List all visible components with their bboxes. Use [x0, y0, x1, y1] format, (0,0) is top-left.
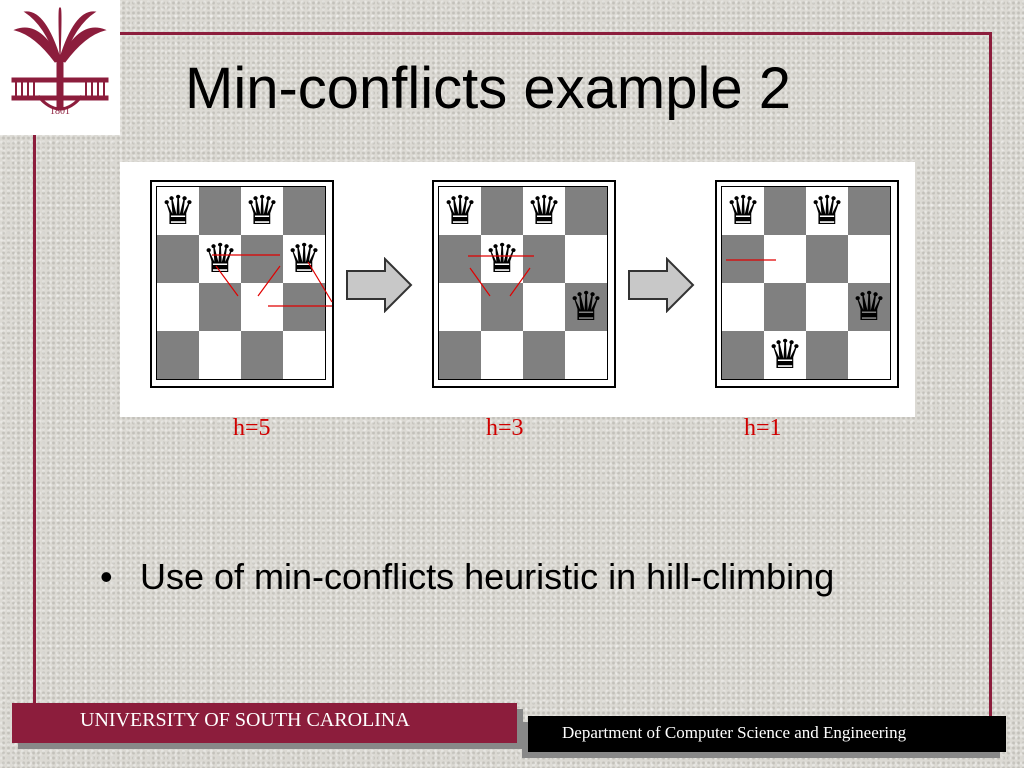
queen-icon: ♛ [160, 188, 196, 234]
queen-icon: ♛ [244, 188, 280, 234]
queen-icon: ♛ [725, 188, 761, 234]
board-square [722, 235, 764, 283]
frame-left-line [33, 135, 36, 715]
slide-title: Min-conflicts example 2 [185, 56, 791, 121]
board-1: ♛♛♛♛ [150, 180, 334, 388]
conflict-line [307, 261, 333, 303]
board-square [199, 187, 241, 235]
board-square [722, 331, 764, 379]
queen-icon: ♛ [484, 236, 520, 282]
board-square [283, 187, 325, 235]
board-square [764, 187, 806, 235]
queen-icon: ♛ [809, 188, 845, 234]
board-square [481, 283, 523, 331]
heuristic-label: h=1 [744, 415, 782, 441]
queen-icon: ♛ [568, 284, 604, 330]
board-square [848, 187, 890, 235]
board-square [764, 283, 806, 331]
footer-department-banner: Department of Computer Science and Engin… [528, 716, 1006, 752]
university-logo: 1801 [0, 0, 120, 135]
frame-top-line [120, 32, 992, 35]
logo-year: 1801 [50, 106, 70, 117]
board-3: ♛ ♛ ♛ ♛ [715, 180, 899, 388]
chessboard-figure: ♛♛♛♛ ♛♛♛♛ ♛♛♛♛ [120, 162, 915, 417]
frame-right-line [989, 32, 992, 718]
queen-icon: ♛ [202, 236, 238, 282]
bullet-text: Use of min-conflicts heuristic in hill-c… [140, 556, 835, 597]
board-square [241, 235, 283, 283]
board-square [283, 283, 325, 331]
board-2: ♛♛♛♛ [432, 180, 616, 388]
conflict-lines [212, 254, 776, 307]
board-square [241, 331, 283, 379]
bullet-icon: • [100, 556, 113, 597]
footer-university-name: UNIVERSITY OF SOUTH CAROLINA [80, 709, 410, 731]
board-square [565, 283, 607, 331]
right-arrow-icon [346, 257, 413, 313]
board-square [806, 331, 848, 379]
board-square [157, 235, 199, 283]
board-square [481, 187, 523, 235]
queen-icon: ♛ [767, 332, 803, 378]
footer-university-banner: UNIVERSITY OF SOUTH CAROLINA [12, 703, 517, 743]
board-square [523, 331, 565, 379]
board-square [523, 235, 565, 283]
board-square [157, 331, 199, 379]
conflict-line [215, 265, 239, 297]
conflict-line [257, 265, 281, 297]
heuristic-label: h=5 [233, 415, 271, 441]
board-square [565, 187, 607, 235]
footer-department-name: Department of Computer Science and Engin… [562, 723, 907, 742]
queen-icon: ♛ [442, 188, 478, 234]
queen-icon: ♛ [851, 284, 887, 330]
conflict-line [469, 267, 491, 297]
queen-icon: ♛ [526, 188, 562, 234]
board-square [439, 331, 481, 379]
conflict-line [509, 267, 531, 297]
board-square [848, 283, 890, 331]
right-arrow-icon [628, 257, 695, 313]
board-square [806, 235, 848, 283]
board-square [439, 235, 481, 283]
heuristic-label: h=3 [486, 415, 524, 441]
